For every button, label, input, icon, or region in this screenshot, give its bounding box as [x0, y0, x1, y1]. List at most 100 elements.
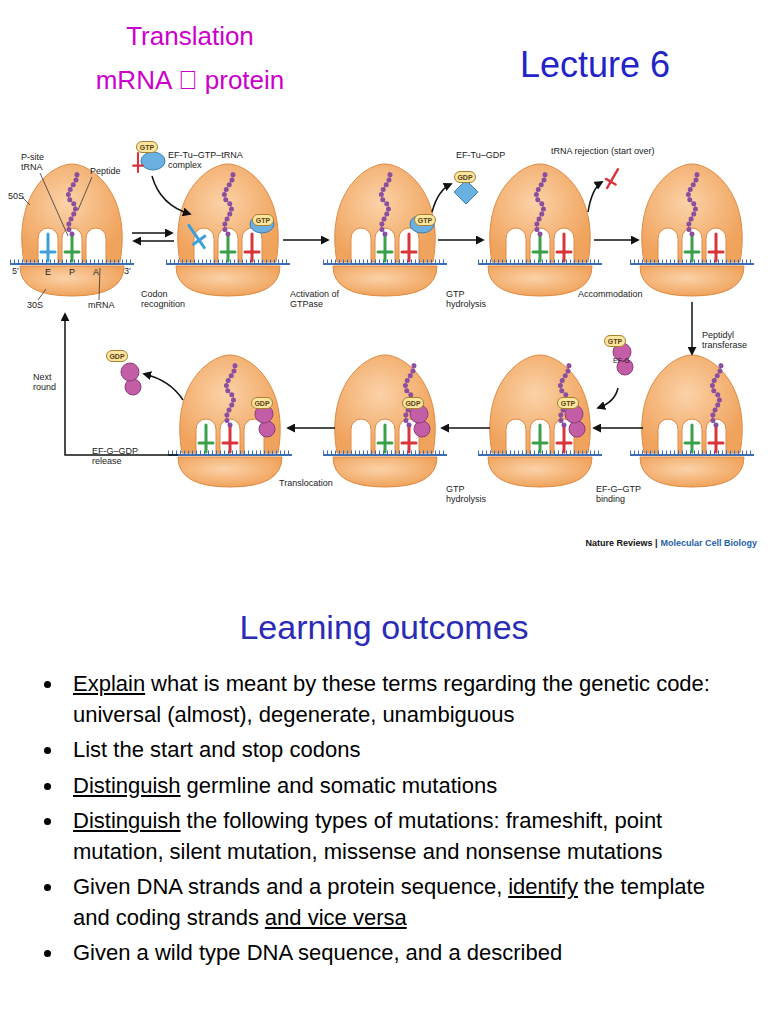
leader-line — [38, 289, 46, 300]
ribosome — [323, 355, 447, 487]
outcome-item: Explainwhat is meant by these terms rega… — [0, 669, 713, 730]
nucleotide-pill: GDP — [454, 171, 476, 183]
nucleotide-pill: GTP — [414, 214, 436, 226]
nucleotide-pill: GDP — [402, 397, 424, 409]
section-heading: Learning outcomes — [0, 608, 768, 647]
bullet-dot — [44, 783, 51, 790]
p-site-trna — [685, 425, 699, 452]
ribosome — [168, 355, 292, 487]
step-label: Accommodation — [578, 289, 643, 299]
outcome-item: Given DNA strands and a protein sequence… — [0, 872, 713, 933]
bullet-dot — [44, 747, 51, 754]
p-site-trna — [533, 234, 547, 261]
step-label: Codon recognition — [141, 289, 199, 310]
nucleotide-label: GTP — [561, 400, 575, 407]
ef-tu — [141, 152, 165, 170]
peptide-chain — [68, 172, 77, 234]
release-arrow — [432, 184, 451, 212]
step-arrow — [594, 239, 638, 241]
leader-line — [99, 268, 100, 300]
complex-label: EF-Tu–GTP–tRNA complex — [168, 150, 248, 171]
reverse-arrow — [134, 240, 174, 242]
step-label: Next round — [33, 372, 69, 393]
nucleotide-pill: GTP — [604, 335, 626, 347]
ef-g — [565, 405, 585, 437]
binding-arrow — [152, 176, 190, 214]
p-site-trna — [378, 234, 392, 261]
step-arrow — [594, 427, 643, 429]
nucleotide-label: GDP — [405, 400, 420, 407]
nucleotide-label: GTP — [140, 144, 154, 151]
outcome-list: Explainwhat is meant by these terms rega… — [0, 669, 768, 974]
ribosome — [478, 355, 602, 487]
credit-text: Nature Reviews | — [585, 538, 657, 548]
nucleotide-label: GTP — [608, 338, 622, 345]
p-site-trna — [685, 234, 699, 261]
nucleotide-label: GTP — [256, 217, 270, 224]
cycle-return-arrow — [65, 314, 178, 455]
p-site-trna — [65, 234, 79, 261]
slide-title: Translation — [60, 22, 320, 52]
p-site-trna — [221, 234, 235, 261]
step-label: GTP hydrolysis — [446, 484, 496, 505]
a-site-trna — [402, 234, 416, 261]
outcome-text: Given a wild type DNA sequence, and a de… — [73, 940, 562, 965]
part-label: Peptide — [90, 166, 121, 176]
ribosome — [10, 164, 134, 296]
site-letter: A — [93, 267, 99, 277]
ef-g — [410, 405, 430, 437]
subunit-label: 30S — [27, 300, 43, 310]
outcome-text: Given DNA strands and a protein sequence… — [73, 874, 502, 899]
peptide-chain — [536, 172, 545, 234]
slide-subtitle: mRNA  protein — [60, 66, 320, 96]
subunit-label: 50S — [8, 191, 24, 201]
nucleotide-pill: GTP — [136, 141, 158, 153]
incoming-trna — [133, 153, 143, 172]
nucleotide-pill: GTP — [557, 397, 579, 409]
leader-line — [78, 177, 92, 210]
peptide-chain — [712, 363, 721, 425]
complex-label: EF-Tu–GDP — [456, 150, 505, 160]
p-site-trna — [223, 425, 237, 452]
step-label: Activation of GTPase — [290, 289, 340, 310]
ribosome — [478, 164, 602, 296]
peptide-chain — [381, 172, 390, 234]
a-site-trna — [709, 234, 723, 261]
peptide-chain — [224, 172, 233, 234]
nucleotide-pill: GTP — [252, 214, 274, 226]
ef-g — [613, 343, 633, 375]
ribosome — [630, 355, 754, 487]
end-label: 3′ — [124, 266, 131, 276]
site-letter: E — [45, 267, 51, 277]
rejected-trna — [602, 166, 622, 190]
ef-g — [255, 405, 275, 437]
a-site-trna — [709, 425, 723, 452]
outcome-text: germline and somatic mutations — [187, 773, 498, 798]
bullet-dot — [44, 950, 51, 957]
keyword-text: Explain — [73, 671, 145, 696]
peptide-chain — [226, 363, 235, 425]
ribosome — [166, 164, 290, 296]
lecture-number: Lecture 6 — [520, 44, 670, 85]
p-site-trna — [533, 425, 547, 452]
ef-g — [121, 363, 141, 395]
outcome-text: List the start and stop codons — [73, 737, 360, 762]
ribosome — [323, 164, 447, 296]
ribosome — [630, 164, 754, 296]
step-arrow — [438, 239, 483, 241]
ef-tu — [250, 215, 274, 233]
site-letter: P — [69, 267, 75, 277]
factor-label: EF-G — [613, 357, 630, 365]
release-arrow — [144, 374, 183, 400]
peptide-chain — [688, 172, 697, 234]
forward-arrow — [132, 232, 172, 234]
nucleotide-label: GDP — [457, 174, 472, 181]
keyword-text: and vice versa — [265, 905, 407, 930]
step-arrow — [442, 427, 490, 429]
outcome-item: Given a wild type DNA sequence, and a de… — [0, 938, 713, 969]
ef-tu-gdp-shape — [454, 180, 478, 204]
nucleotide-label: GDP — [109, 353, 124, 360]
step-label: Peptidyl transferase — [702, 330, 758, 351]
site-label: P-site tRNA — [21, 152, 55, 173]
